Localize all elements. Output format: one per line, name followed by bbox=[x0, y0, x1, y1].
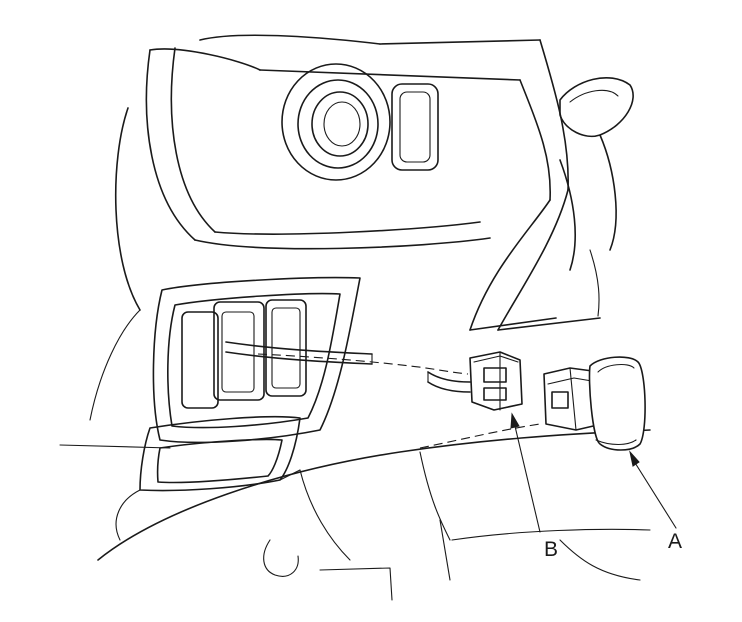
lower-dash-lines bbox=[97, 429, 651, 601]
rect-button-upper bbox=[391, 83, 439, 171]
callout-label-a: A bbox=[668, 530, 682, 553]
lower-pocket bbox=[115, 415, 301, 541]
leader-line-a bbox=[629, 450, 677, 529]
callout-label-b: B bbox=[544, 538, 558, 561]
dashboard-outline bbox=[59, 34, 634, 449]
switch-a bbox=[543, 356, 646, 451]
round-knob bbox=[281, 63, 391, 181]
switch-panel bbox=[152, 276, 361, 444]
leader-line-b bbox=[510, 412, 541, 533]
installation-path bbox=[257, 353, 469, 375]
installation-path-lower bbox=[419, 423, 541, 449]
wire-harness bbox=[225, 341, 471, 393]
connector-b bbox=[469, 351, 523, 411]
